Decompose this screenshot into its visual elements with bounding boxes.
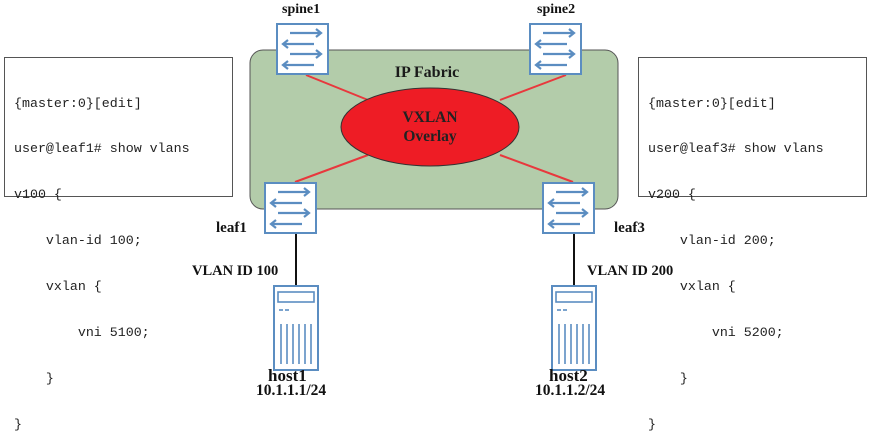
spine1-switch [276, 23, 329, 75]
link-spine2-overlay [499, 74, 567, 101]
cli-line: {master:0}[edit] [648, 95, 776, 111]
host2-ip: 10.1.1.2/24 [535, 382, 606, 399]
cli-line: v200 { [648, 187, 696, 203]
host2-name: host2 [549, 366, 588, 385]
vxlan-overlay [340, 87, 520, 167]
ip-fabric-label: IP Fabric [395, 64, 459, 81]
network-diagram: VXLAN Overlay IP Fabric [249, 23, 619, 371]
link-spine1-overlay [305, 74, 369, 101]
host2-server-icon [551, 285, 597, 371]
cli-line: vlan-id 200; [648, 233, 776, 249]
cli-output-leaf1: {master:0}[edit] user@leaf1# show vlans … [4, 57, 233, 432]
host1-server-icon [273, 285, 319, 371]
spine1-label: spine1 [282, 2, 321, 17]
spine2-switch [529, 23, 582, 75]
overlay-label-line1: VXLAN [402, 109, 457, 126]
cli-line: } [14, 416, 22, 432]
cli-line: v100 { [14, 187, 62, 203]
link-leaf1-overlay [294, 154, 369, 183]
leaf1-switch [264, 182, 317, 234]
leaf1-label: leaf1 [216, 220, 247, 236]
host1-ip: 10.1.1.1/24 [256, 382, 327, 399]
cli-line: vni 5200; [648, 325, 784, 341]
cli-line: } [648, 416, 656, 432]
cli-line: } [648, 370, 688, 386]
cli-line: user@leaf1# show vlans [14, 141, 190, 157]
vlan-label-host1: VLAN ID 100 [192, 263, 279, 279]
overlay-label-line2: Overlay [403, 128, 457, 145]
cli-line: {master:0}[edit] [14, 95, 142, 111]
cli-line: vni 5100; [14, 325, 150, 341]
leaf3-switch [542, 182, 595, 234]
spine2-label: spine2 [537, 2, 576, 17]
cli-line: vlan-id 100; [14, 233, 142, 249]
cli-output-leaf3: {master:0}[edit] user@leaf3# show vlans … [638, 57, 867, 432]
cli-line: user@leaf3# show vlans [648, 141, 824, 157]
leaf3-label: leaf3 [614, 220, 645, 236]
vlan-label-host2: VLAN ID 200 [587, 263, 674, 279]
cli-line: vxlan { [648, 279, 736, 295]
cli-line: } [14, 370, 54, 386]
cli-line: vxlan { [14, 279, 102, 295]
host1-name: host1 [268, 366, 307, 385]
link-leaf3-overlay [499, 154, 574, 183]
